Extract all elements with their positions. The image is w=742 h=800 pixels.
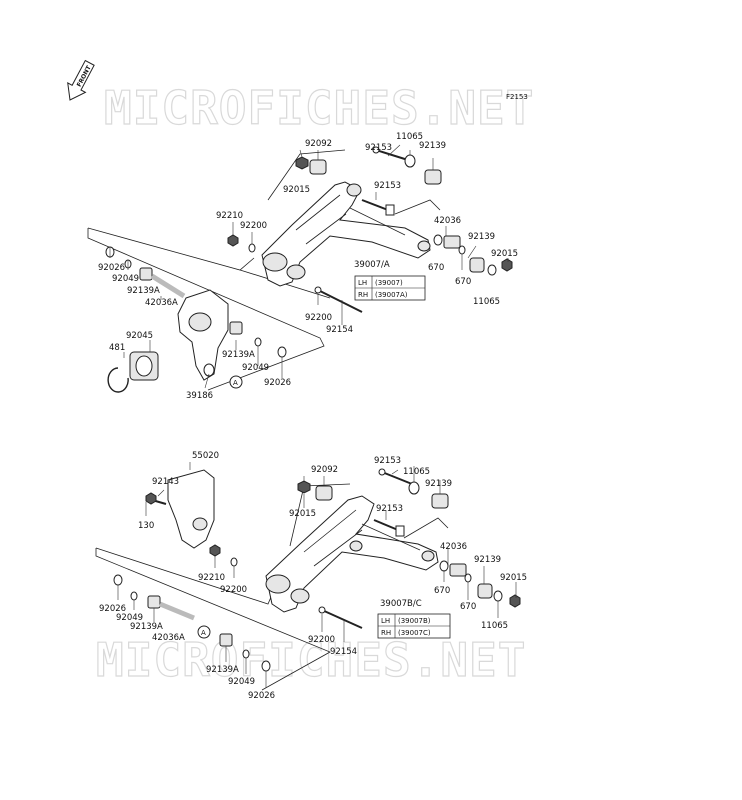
label-92210-upper: 92210 bbox=[216, 211, 243, 221]
label-670-upper-a: 670 bbox=[428, 263, 444, 273]
label-92154-lower: 92154 bbox=[330, 647, 357, 657]
label-92026-lower-left: 92026 bbox=[99, 604, 126, 614]
label-42036-lower: 42036 bbox=[440, 542, 467, 552]
label-11065-upper-top: 11065 bbox=[396, 132, 423, 142]
label-92200-upper-top: 92200 bbox=[240, 221, 267, 231]
label-92049-lower-left: 92049 bbox=[116, 613, 143, 623]
label-92153-upper-mid: 92153 bbox=[374, 181, 401, 191]
label-670-lower-a: 670 bbox=[434, 586, 450, 596]
label-92139A-upper-left: 92139A bbox=[127, 286, 160, 296]
label-92200-lower-bottom: 92200 bbox=[308, 635, 335, 645]
lower-assembly: A 55020 92153 11065 92092 92139 92143 13… bbox=[95, 451, 527, 701]
label-130: 130 bbox=[138, 521, 154, 531]
label-11065-upper-right: 11065 bbox=[473, 297, 500, 307]
lower-table-side-lh: LH bbox=[381, 617, 390, 625]
lower-table-part-rh: (39007C) bbox=[398, 629, 431, 637]
figure-code: F2153 bbox=[506, 93, 528, 101]
ref-circle-a-lower bbox=[197, 625, 211, 639]
label-92092-lower: 92092 bbox=[311, 465, 338, 475]
lower-lh-rh-table: LH (39007B) RH (39007C) bbox=[377, 613, 451, 639]
label-92049-lower-right: 92049 bbox=[228, 677, 255, 687]
label-92015-upper-left: 92015 bbox=[283, 185, 310, 195]
label-39007A: 39007/A bbox=[354, 260, 390, 270]
upper-table-side-lh: LH bbox=[358, 279, 367, 287]
upper-table-side-rh: RH bbox=[358, 291, 368, 299]
label-92139A-upper-right: 92139A bbox=[222, 350, 255, 360]
label-670-lower-b: 670 bbox=[460, 602, 476, 612]
label-92045: 92045 bbox=[126, 331, 153, 341]
upper-table-part-lh: (39007) bbox=[375, 279, 403, 287]
label-42036A-upper: 42036A bbox=[145, 298, 178, 308]
label-92139A-lower-right: 92139A bbox=[206, 665, 239, 675]
label-92049-upper-left: 92049 bbox=[112, 274, 139, 284]
label-92049-upper-right: 92049 bbox=[242, 363, 269, 373]
front-arrow-icon: FRONT bbox=[67, 59, 95, 101]
label-92154-upper: 92154 bbox=[326, 325, 353, 335]
label-92210-lower: 92210 bbox=[198, 573, 225, 583]
label-55020: 55020 bbox=[192, 451, 219, 461]
label-92092-upper: 92092 bbox=[305, 139, 332, 149]
label-39007BC: 39007B/C bbox=[380, 599, 422, 609]
label-92139-upper-top: 92139 bbox=[419, 141, 446, 151]
label-92153-upper-top: 92153 bbox=[365, 143, 392, 153]
label-39186: 39186 bbox=[186, 391, 213, 401]
label-92153-lower-top: 92153 bbox=[374, 456, 401, 466]
ref-a-upper: A bbox=[233, 379, 238, 387]
label-92200-lower-top: 92200 bbox=[220, 585, 247, 595]
label-42036A-lower: 42036A bbox=[152, 633, 185, 643]
label-42036-upper: 42036 bbox=[434, 216, 461, 226]
watermark-bottom: MICROFICHES.NET bbox=[96, 633, 526, 687]
label-670-upper-b: 670 bbox=[455, 277, 471, 287]
label-92015-lower-right: 92015 bbox=[500, 573, 527, 583]
label-92139-upper-right: 92139 bbox=[468, 232, 495, 242]
label-92143: 92143 bbox=[152, 477, 179, 487]
upper-assembly: A 92153 11065 92092 92139 92015 92153 92… bbox=[87, 132, 518, 401]
label-92139-lower-right: 92139 bbox=[474, 555, 501, 565]
label-481: 481 bbox=[109, 343, 125, 353]
label-92200-upper-bottom: 92200 bbox=[305, 313, 332, 323]
upper-table-part-rh: (39007A) bbox=[375, 291, 408, 299]
label-92139A-lower-left: 92139A bbox=[130, 622, 163, 632]
lower-table-side-rh: RH bbox=[381, 629, 391, 637]
label-92015-lower-left: 92015 bbox=[289, 509, 316, 519]
label-92026-upper-right: 92026 bbox=[264, 378, 291, 388]
lower-table-part-lh: (39007B) bbox=[398, 617, 431, 625]
label-92026-lower-right: 92026 bbox=[248, 691, 275, 701]
ref-circle-a-upper bbox=[229, 375, 243, 389]
label-92015-upper-right: 92015 bbox=[491, 249, 518, 259]
ref-a-lower: A bbox=[201, 629, 206, 637]
label-92153-lower-mid: 92153 bbox=[376, 504, 403, 514]
label-11065-lower-top: 11065 bbox=[403, 467, 430, 477]
label-92139-lower-top: 92139 bbox=[425, 479, 452, 489]
upper-lh-rh-table: LH (39007) RH (39007A) bbox=[354, 275, 426, 301]
label-92026-upper-left: 92026 bbox=[98, 263, 125, 273]
watermark-top: MICROFICHES.NET bbox=[104, 81, 534, 135]
label-11065-lower-right: 11065 bbox=[481, 621, 508, 631]
